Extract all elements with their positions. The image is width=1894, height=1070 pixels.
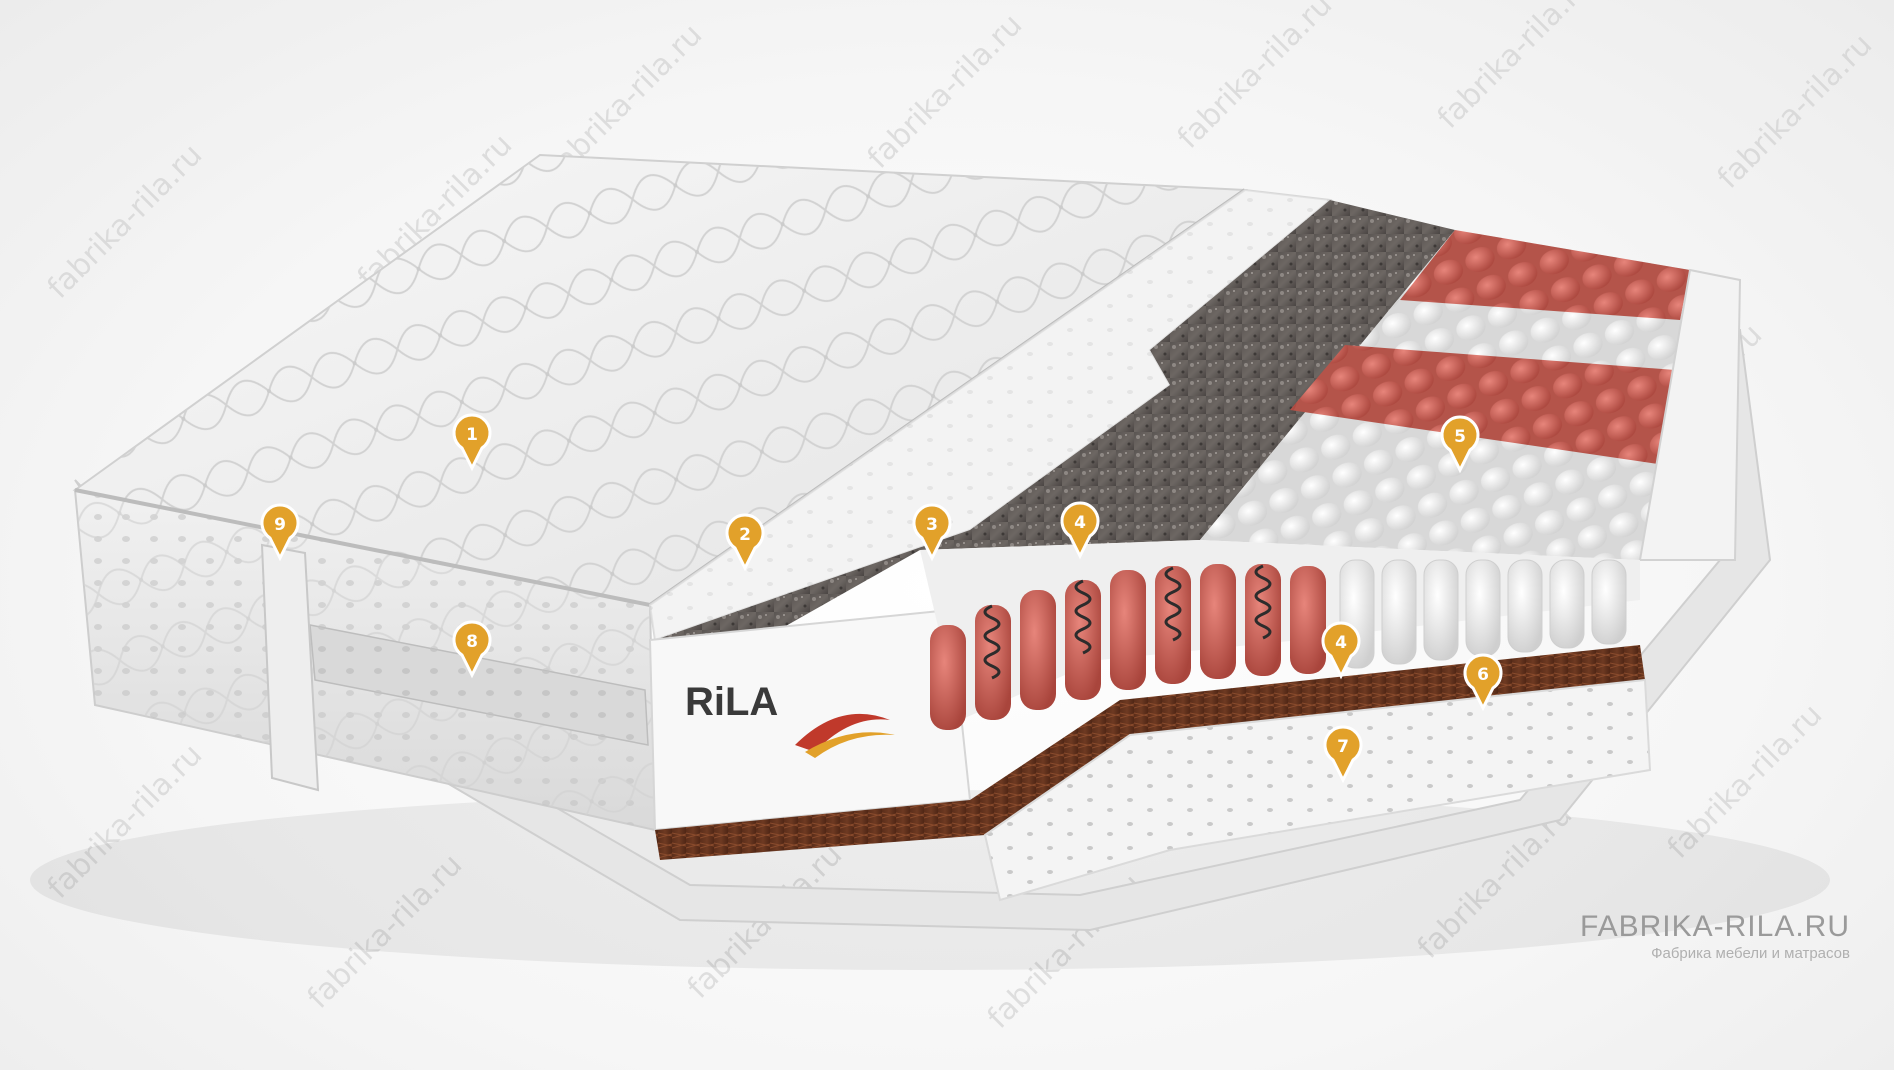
layer-felt bbox=[655, 200, 1455, 700]
watermark-text: fabrika-rila.ru bbox=[41, 137, 209, 305]
layer-marker-6[interactable]: 6 bbox=[1463, 653, 1503, 712]
ventilation-band-mesh bbox=[310, 625, 648, 745]
watermark-text: fabrika-rila.ru bbox=[861, 7, 1029, 175]
logo-swoosh-accent bbox=[805, 732, 895, 758]
logo-swoosh bbox=[795, 713, 890, 752]
watermark-text: fabrika-rila.ru bbox=[1431, 0, 1599, 136]
layer-marker-4-top[interactable]: 4 bbox=[1060, 501, 1100, 560]
layer-marker-8[interactable]: 8 bbox=[452, 620, 492, 679]
brand-logo: RiLA bbox=[685, 680, 895, 758]
svg-text:3: 3 bbox=[926, 515, 938, 535]
svg-text:1: 1 bbox=[466, 425, 478, 445]
layer-marker-9[interactable]: 9 bbox=[260, 503, 300, 562]
svg-text:4: 4 bbox=[1335, 633, 1347, 653]
layer-marker-3[interactable]: 3 bbox=[912, 503, 952, 562]
layer-coir bbox=[655, 645, 1645, 860]
layer-fiber-texture bbox=[650, 190, 1330, 640]
svg-text:5: 5 bbox=[1454, 427, 1466, 447]
spring-zone-red-middle bbox=[1290, 345, 1675, 465]
side-handle bbox=[260, 543, 320, 792]
layer-marker-4-bottom[interactable]: 4 bbox=[1321, 621, 1361, 680]
brand-signature: FABRIKA-RILA.RU Фабрика мебели и матрасо… bbox=[1410, 910, 1850, 964]
brand-tagline: Фабрика мебели и матрасов bbox=[1651, 945, 1850, 962]
layer-marker-5[interactable]: 5 bbox=[1440, 415, 1480, 474]
layer-marker-2[interactable]: 2 bbox=[725, 513, 765, 572]
watermark-text: fabrika-rila.ru bbox=[1711, 27, 1879, 195]
layer-marker-1[interactable]: 1 bbox=[452, 413, 492, 472]
foam-edge bbox=[1638, 268, 1742, 561]
layer-latex bbox=[983, 678, 1652, 902]
spring-zone-red-top bbox=[1400, 230, 1690, 320]
svg-text:6: 6 bbox=[1477, 665, 1489, 685]
layer-markers: 1 2 3 4 4 5 6 7 bbox=[260, 413, 1503, 784]
svg-text:7: 7 bbox=[1337, 737, 1349, 757]
svg-text:4: 4 bbox=[1074, 513, 1086, 533]
logo-text: RiLA bbox=[685, 680, 778, 724]
watermark-text: fabrika-rila.ru bbox=[1171, 0, 1339, 156]
pocket-springs-red bbox=[930, 564, 1326, 730]
svg-text:2: 2 bbox=[739, 525, 751, 545]
svg-text:9: 9 bbox=[274, 515, 286, 535]
top-cover-quilt bbox=[75, 155, 1245, 605]
spring-coils bbox=[983, 564, 1272, 680]
brand-domain[interactable]: FABRIKA-RILA.RU bbox=[1579, 910, 1850, 943]
layer-marker-7[interactable]: 7 bbox=[1323, 725, 1363, 784]
svg-text:8: 8 bbox=[466, 632, 478, 652]
